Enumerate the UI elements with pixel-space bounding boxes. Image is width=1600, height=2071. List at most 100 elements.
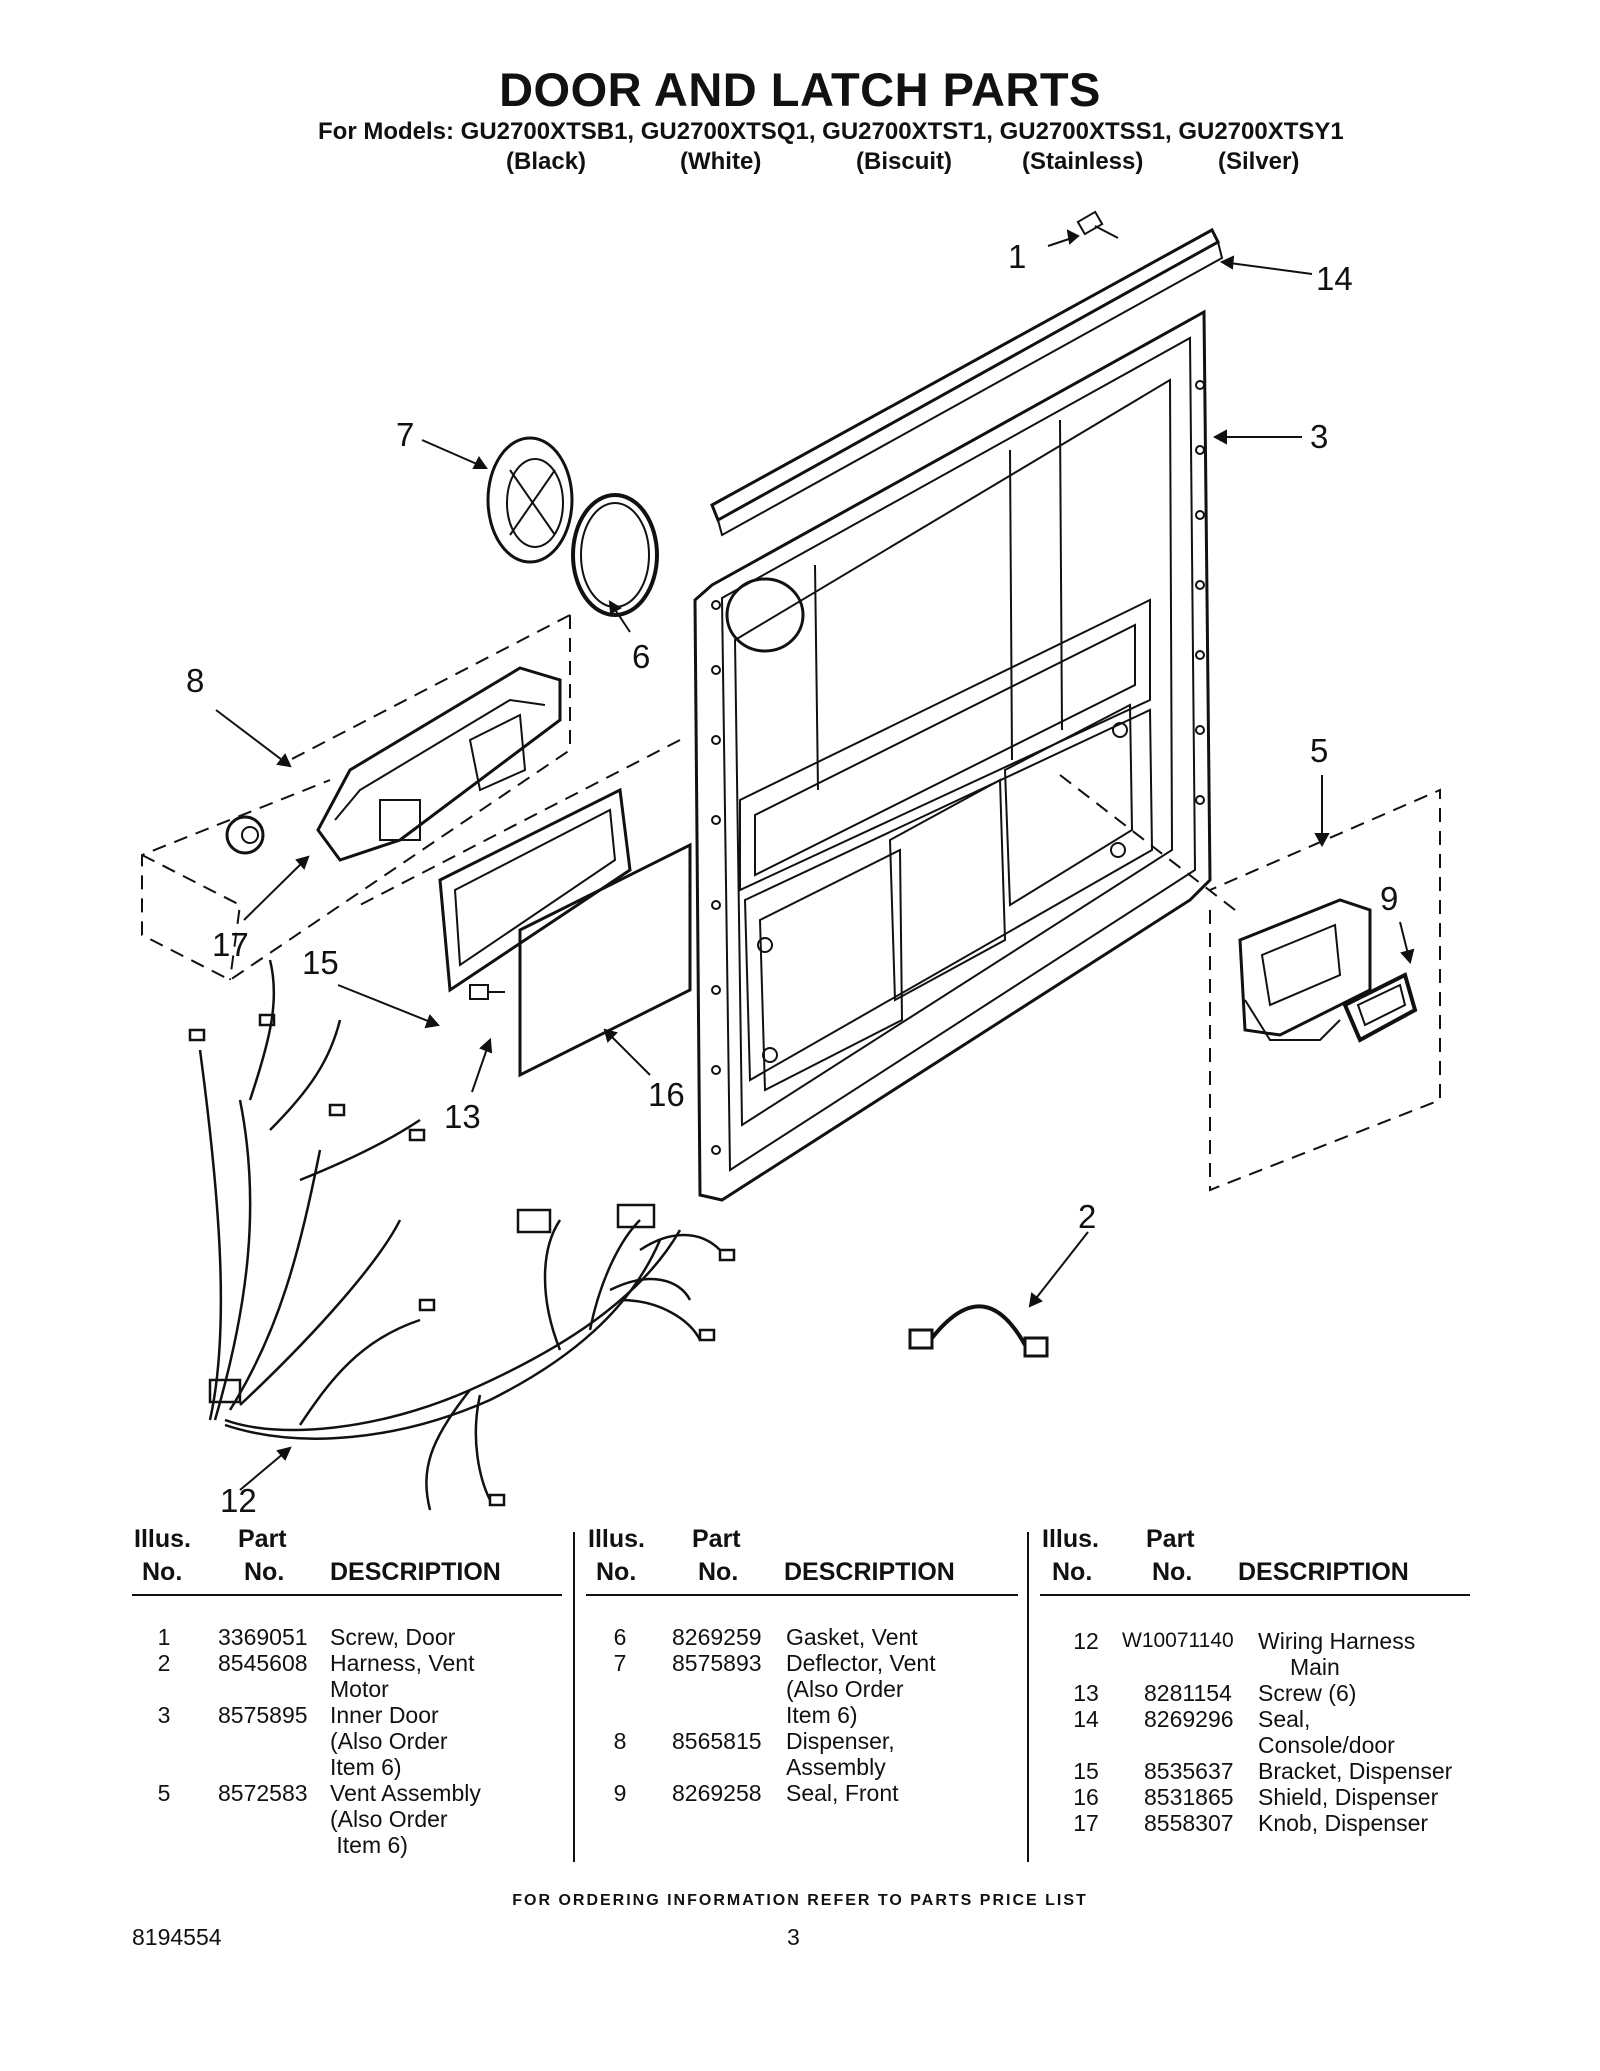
dispenser-assembly-illustration <box>316 666 562 862</box>
seal-strip-illustration <box>710 227 1224 537</box>
col2-header-part: Part <box>692 1525 741 1553</box>
front-seal-illustration <box>1342 972 1418 1043</box>
callout-1: 1 <box>1008 238 1027 275</box>
col3-header-description: DESCRIPTION <box>1238 1558 1409 1586</box>
page-title: DOOR AND LATCH PARTS <box>499 63 1101 116</box>
col2-header-part-no: No. <box>698 1558 739 1586</box>
page-number: 3 <box>787 1924 800 1950</box>
callout-3: 3 <box>1310 418 1329 455</box>
illus-no: 12 <box>1073 1628 1099 1654</box>
col3-header-part-no: No. <box>1152 1558 1193 1586</box>
color-white: (White) <box>680 148 762 175</box>
part-no: 8575893 <box>672 1650 762 1676</box>
description: Screw, Door <box>330 1624 456 1650</box>
col3-header-illus: Illus. <box>1042 1525 1099 1553</box>
dispenser-knob-illustration <box>225 815 265 855</box>
part-no: 8269258 <box>672 1780 762 1806</box>
col2-header-rule <box>586 1594 1018 1596</box>
description: Screw (6) <box>1258 1680 1357 1706</box>
screw-illustration <box>469 984 505 1000</box>
screw-door-illustration <box>1076 210 1119 239</box>
part-no: 8281154 <box>1144 1680 1232 1706</box>
callout-9: 9 <box>1380 880 1399 917</box>
color-stainless: (Stainless) <box>1022 148 1144 175</box>
part-no: 3369051 <box>218 1624 308 1650</box>
part-no: 8572583 <box>218 1780 308 1806</box>
vent-gasket-illustration <box>571 493 659 617</box>
illus-no: 3 <box>157 1702 171 1728</box>
description: Dispenser,Assembly <box>786 1728 895 1780</box>
vent-motor-harness-illustration <box>908 1304 1049 1358</box>
callout-15: 15 <box>302 944 339 981</box>
exploded-parts-diagram <box>141 210 1441 1511</box>
description: Seal, Front <box>786 1780 899 1806</box>
callout-17: 17 <box>212 926 249 963</box>
part-no: 8558307 <box>1144 1810 1234 1836</box>
col3-header-rule <box>1040 1594 1470 1596</box>
part-no: 8575895 <box>218 1702 308 1728</box>
col1-header-illus-no: No. <box>142 1558 183 1586</box>
column-separator <box>573 1532 575 1862</box>
models-line: For Models: GU2700XTSB1, GU2700XTSQ1, GU… <box>318 118 1344 145</box>
illus-no: 7 <box>613 1650 627 1676</box>
vent-deflector-illustration <box>486 436 574 564</box>
vent-group-outline <box>1059 774 1441 1192</box>
illus-no: 14 <box>1073 1706 1099 1732</box>
callout-13: 13 <box>444 1098 481 1135</box>
illus-no: 9 <box>613 1780 627 1806</box>
part-no: W10071140 <box>1122 1629 1234 1652</box>
illus-no: 13 <box>1073 1680 1099 1706</box>
part-no: 8565815 <box>672 1728 762 1754</box>
col2-header-description: DESCRIPTION <box>784 1558 955 1586</box>
ordering-info-note: FOR ORDERING INFORMATION REFER TO PARTS … <box>512 1892 1088 1909</box>
callout-12: 12 <box>220 1482 257 1519</box>
illus-no: 5 <box>157 1780 171 1806</box>
col2-header-illus-no: No. <box>596 1558 637 1586</box>
col1-header-part-no: No. <box>244 1558 285 1586</box>
illus-no: 15 <box>1073 1758 1099 1784</box>
callout-6: 6 <box>632 638 651 675</box>
vent-assembly-illustration <box>1238 898 1372 1041</box>
col1-header-rule <box>132 1594 562 1596</box>
part-no: 8535637 <box>1144 1758 1234 1784</box>
callout-5: 5 <box>1310 732 1329 769</box>
part-no: 8269259 <box>672 1624 762 1650</box>
callout-14: 14 <box>1316 260 1353 297</box>
illus-no: 17 <box>1073 1810 1099 1836</box>
dispenser-shield-illustration <box>518 842 692 1078</box>
column-separator <box>1027 1532 1029 1862</box>
description: Vent Assembly(Also Order Item 6) <box>330 1780 481 1858</box>
description: Seal,Console/door <box>1258 1706 1395 1758</box>
col1-header-illus: Illus. <box>134 1525 191 1553</box>
main-wiring-harness-illustration <box>188 959 736 1511</box>
color-silver: (Silver) <box>1218 148 1300 175</box>
callout-7: 7 <box>396 416 415 453</box>
document-number: 8194554 <box>132 1924 222 1950</box>
description: Shield, Dispenser <box>1258 1784 1439 1810</box>
description: Gasket, Vent <box>786 1624 918 1650</box>
illus-no: 6 <box>613 1624 627 1650</box>
callout-16: 16 <box>648 1076 685 1113</box>
illus-no: 16 <box>1073 1784 1099 1810</box>
part-no: 8545608 <box>218 1650 308 1676</box>
description: Bracket, Dispenser <box>1258 1758 1453 1784</box>
col1-header-part: Part <box>238 1525 287 1553</box>
col3-header-illus-no: No. <box>1052 1558 1093 1586</box>
col3-header-part: Part <box>1146 1525 1195 1553</box>
part-no: 8531865 <box>1144 1784 1234 1810</box>
description: Knob, Dispenser <box>1258 1810 1429 1836</box>
part-no: 8269296 <box>1144 1706 1234 1732</box>
illus-no: 1 <box>157 1624 171 1650</box>
illus-no: 2 <box>157 1650 171 1676</box>
dispenser-group-outline <box>141 614 681 982</box>
color-black: (Black) <box>506 148 587 175</box>
callout-8: 8 <box>186 662 205 699</box>
callout-2: 2 <box>1078 1198 1097 1235</box>
col2-header-illus: Illus. <box>588 1525 645 1553</box>
dispenser-bracket-illustration <box>438 787 632 993</box>
col1-header-description: DESCRIPTION <box>330 1558 501 1586</box>
leader-arrows <box>215 229 1415 1491</box>
